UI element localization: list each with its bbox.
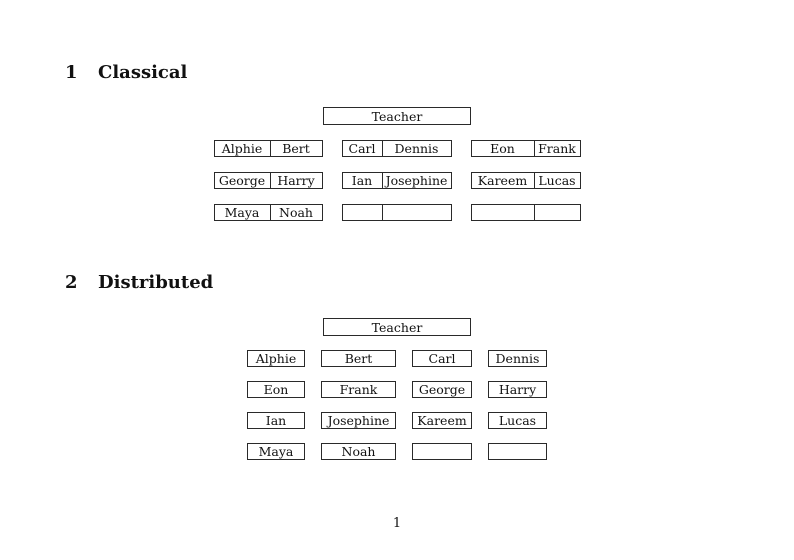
desk: Carl: [412, 350, 472, 367]
seat-empty: [343, 205, 383, 220]
section-2-number: 2: [65, 272, 78, 293]
seat: Dennis: [394, 141, 439, 156]
desk: Maya Noah: [213, 204, 323, 221]
desk: Eon: [247, 381, 305, 398]
desk: George: [412, 381, 472, 398]
seat: Noah: [279, 205, 313, 220]
desk: Dennis: [488, 350, 547, 367]
distributed-desk-row-2: Eon Frank George Harry: [247, 381, 547, 398]
desk: Carl Dennis: [341, 140, 452, 157]
page-number: 1: [392, 516, 402, 531]
distributed-desk-row-3: Ian Josephine Kareem Lucas: [247, 412, 547, 429]
desk-empty: [470, 204, 581, 221]
desk: Kareem: [412, 412, 472, 429]
desk-empty: [341, 204, 452, 221]
seat-empty: [472, 205, 535, 220]
seat: Harry: [277, 173, 315, 188]
seat-empty: [535, 205, 580, 220]
seat: Carl: [343, 141, 383, 156]
desk: Frank: [321, 381, 396, 398]
seat: Eon: [472, 141, 535, 156]
seat-empty: [383, 205, 451, 220]
distributed-desk-row-1: Alphie Bert Carl Dennis: [247, 350, 547, 367]
seat: Lucas: [538, 173, 576, 188]
seat: Bert: [282, 141, 310, 156]
seat: Frank: [538, 141, 576, 156]
desk: Lucas: [488, 412, 547, 429]
desk: Alphie Bert: [213, 140, 323, 157]
classical-desk-row-1: Alphie Bert Carl Dennis Eon Frank: [213, 140, 581, 157]
seat: Kareem: [472, 173, 535, 188]
section-1-heading: 1 Classical: [65, 61, 187, 85]
desk: George Harry: [213, 172, 323, 189]
desk: Maya: [247, 443, 305, 460]
distributed-desk-row-4: Maya Noah: [247, 443, 547, 460]
seat: Alphie: [215, 141, 271, 156]
desk-empty: [412, 443, 472, 460]
desk-empty: [488, 443, 547, 460]
seat: Ian: [343, 173, 383, 188]
seat: Maya: [215, 205, 271, 220]
section-2-title: Distributed: [98, 272, 214, 293]
desk: Alphie: [247, 350, 305, 367]
section-1-title: Classical: [98, 62, 188, 83]
seat: George: [215, 173, 271, 188]
desk: Eon Frank: [470, 140, 581, 157]
section-1-number: 1: [65, 62, 78, 83]
desk: Kareem Lucas: [470, 172, 581, 189]
desk: Ian: [247, 412, 305, 429]
classical-desk-row-2: George Harry Ian Josephine Kareem Lucas: [213, 172, 581, 189]
desk: Josephine: [321, 412, 396, 429]
distributed-seating-arrangement: Teacher Alphie Bert Carl Dennis Eon Fran…: [0, 318, 794, 460]
desk: Ian Josephine: [341, 172, 452, 189]
teacher-box: Teacher: [323, 107, 471, 125]
desk: Bert: [321, 350, 396, 367]
desk: Harry: [488, 381, 547, 398]
desk: Noah: [321, 443, 396, 460]
section-2-heading: 2 Distributed: [65, 271, 213, 295]
teacher-box: Teacher: [323, 318, 471, 336]
classical-seating-arrangement: Teacher Alphie Bert Carl Dennis Eon Fran…: [0, 107, 794, 221]
seat: Josephine: [385, 173, 448, 188]
classical-desk-row-3: Maya Noah: [213, 204, 581, 221]
